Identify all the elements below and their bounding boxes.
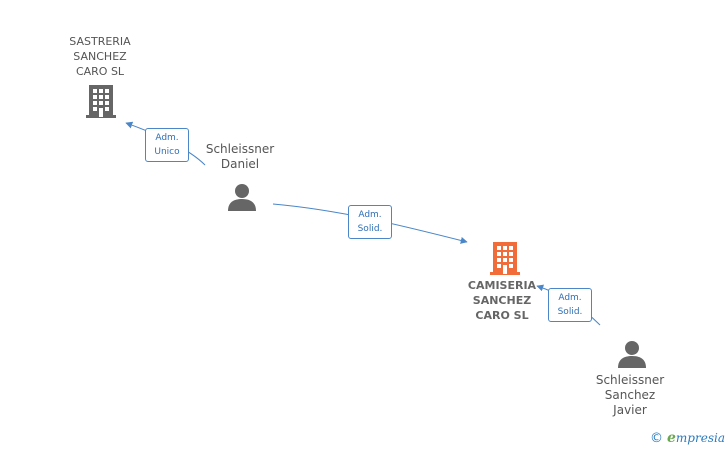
edge-label-adm-solid-javier[interactable]: Adm. Solid. <box>548 288 592 322</box>
company-main-label[interactable]: CAMISERIA SANCHEZ CARO SL <box>467 279 537 322</box>
copyright-icon: © <box>650 430 663 446</box>
brand-name: mpresia <box>675 431 725 445</box>
person-javier-label[interactable]: Schleissner Sanchez Javier <box>595 373 665 417</box>
edge-label-adm-unico[interactable]: Adm. Unico <box>145 128 189 162</box>
edge-label-adm-solid-daniel[interactable]: Adm. Solid. <box>348 205 392 239</box>
brand-watermark: © empresia <box>650 429 725 447</box>
building-icon[interactable] <box>84 83 118 119</box>
brand-logo-initial: e <box>667 430 676 446</box>
person-icon[interactable] <box>226 182 258 212</box>
company-top-label[interactable]: SASTRERIA SANCHEZ CARO SL <box>69 35 131 78</box>
building-icon[interactable] <box>488 240 522 276</box>
person-icon[interactable] <box>616 339 648 369</box>
person-daniel-label[interactable]: Schleissner Daniel <box>205 142 275 171</box>
